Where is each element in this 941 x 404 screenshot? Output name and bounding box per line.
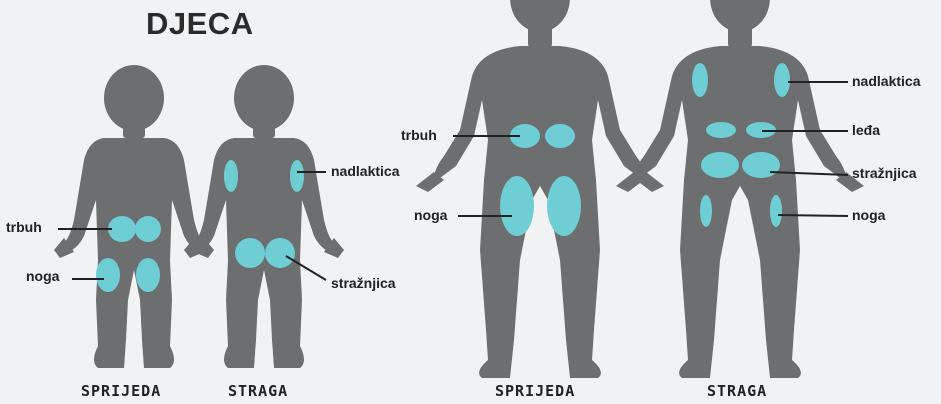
adult-back-buttock-zone bbox=[701, 152, 739, 178]
child-back-upper-arm-label: nadlaktica bbox=[331, 163, 399, 179]
adult-back-back-label: leđa bbox=[852, 122, 880, 138]
adult-front-leg-zone-right bbox=[547, 176, 581, 236]
child-front-abdomen-zone bbox=[108, 216, 136, 242]
child-front-leg-label: noga bbox=[26, 268, 59, 284]
adult-back-caption: STRAGA bbox=[707, 382, 767, 400]
adult-back-leg-zone bbox=[700, 195, 712, 227]
adult-front-abdomen-label: trbuh bbox=[401, 127, 437, 143]
child-front-silhouette bbox=[54, 65, 214, 368]
child-back-caption: STRAGA bbox=[228, 382, 288, 400]
adult-back-leg-label: noga bbox=[852, 207, 885, 223]
adult-front-leg-zone bbox=[500, 176, 534, 236]
adult-back-upper-arm-zone-right bbox=[774, 63, 790, 97]
adult-front-abdomen-zone-right bbox=[545, 124, 575, 148]
page-title: DJECA bbox=[146, 6, 254, 42]
adult-back-upper-arm-zone bbox=[692, 63, 708, 97]
child-back-upper-arm-zone bbox=[224, 160, 238, 192]
adult-back-back-zone bbox=[706, 122, 736, 138]
adult-back-leg-zone-right bbox=[770, 195, 782, 227]
adult-front-leg-label: noga bbox=[414, 207, 447, 223]
child-front-abdomen-label: trbuh bbox=[6, 219, 42, 235]
child-back-silhouette bbox=[184, 65, 344, 368]
adult-back-buttock-zone-right bbox=[742, 152, 780, 178]
child-front-leg-zone-right bbox=[136, 258, 160, 292]
child-front-caption: SPRIJEDA bbox=[81, 382, 161, 400]
adult-front-caption: SPRIJEDA bbox=[495, 382, 575, 400]
child-front-leg-zone bbox=[96, 258, 120, 292]
child-front-figure bbox=[54, 65, 214, 368]
child-back-buttock-label: stražnjica bbox=[331, 275, 396, 291]
adult-back-buttock-label: stražnjica bbox=[852, 165, 917, 181]
child-back-buttock-zone-right bbox=[265, 238, 295, 268]
adult-back-upper-arm-label: nadlaktica bbox=[852, 73, 920, 89]
adult-back-leg-pointer bbox=[778, 215, 848, 216]
child-back-figure bbox=[184, 65, 344, 368]
child-back-upper-arm-zone-right bbox=[290, 160, 304, 192]
child-front-abdomen-zone-right bbox=[135, 216, 161, 242]
child-back-buttock-zone bbox=[235, 238, 265, 268]
